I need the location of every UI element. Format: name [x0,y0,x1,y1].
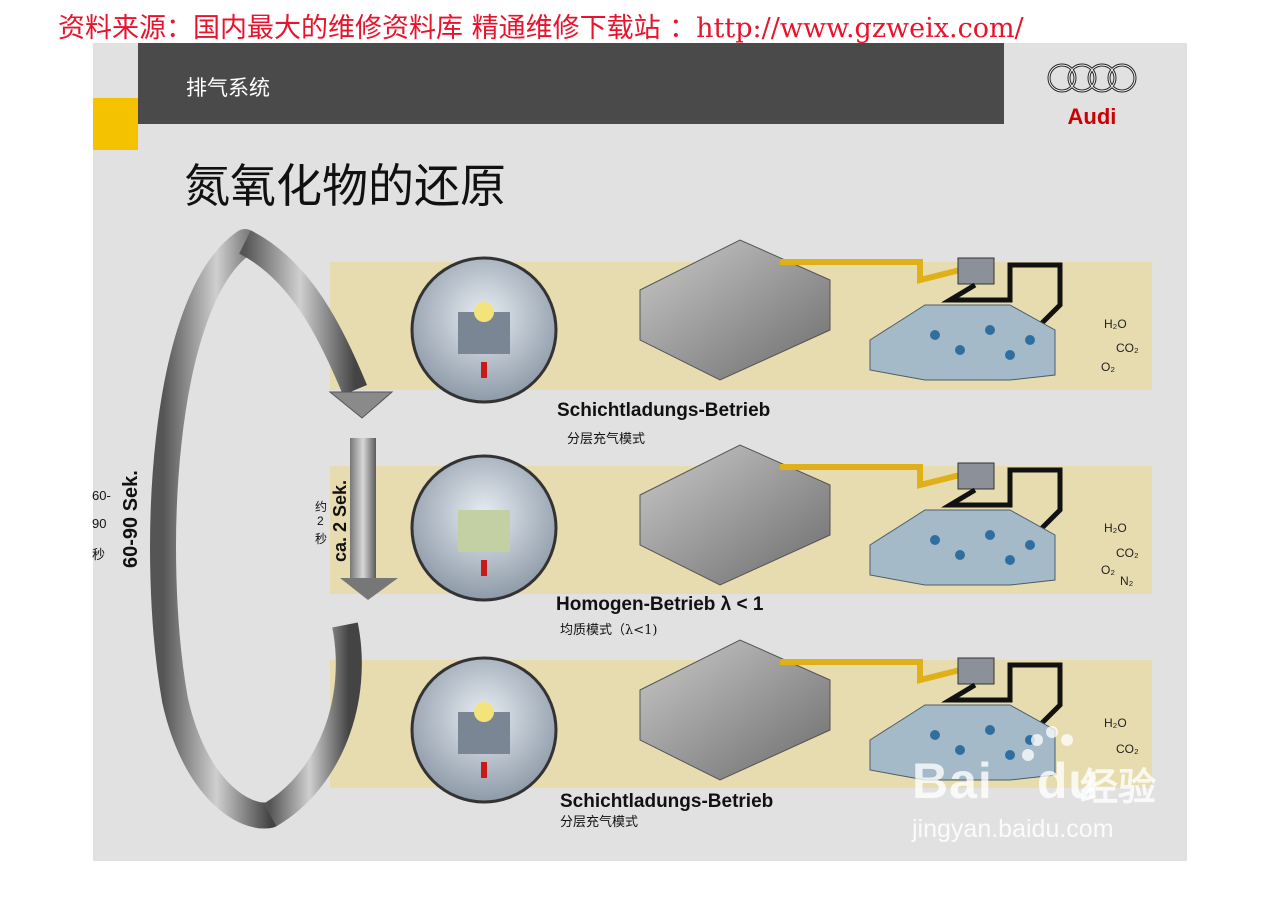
mode-1-output-o2: O₂ [1101,360,1115,374]
mode-2-output-n2: N₂ [1120,574,1134,588]
baidu-watermark-mark: du [1036,753,1100,809]
audi-brand-text: Audi [1068,104,1117,129]
mode-3-output-co2: CO₂ [1116,742,1139,756]
mode-2-output-o2: O₂ [1101,563,1115,577]
mode-3-label-de: Schichtladungs-Betrieb [560,791,774,812]
baidu-watermark-url: jingyan.baidu.com [912,815,1114,843]
source-note: 资料来源：国内最大的维修资料库 精通维修下载站 ：http://www.gzwe… [58,13,1024,44]
cycle-arrow-head [328,391,394,419]
outer-duration-zh-3: 秒 [92,548,106,563]
mode-2-output-co2: CO₂ [1116,546,1139,560]
mode-3-output-h2o: H₂O [1104,716,1127,730]
cycle-ring [150,229,394,829]
mode-2-label-de: Homogen-Betrieb λ < 1 [556,594,764,615]
inner-duration-zh-3: 秒 [315,532,328,546]
baidu-watermark-suffix: 经验 [1080,765,1157,809]
accent-block [93,98,138,150]
page-title: 氮氧化物的还原 [184,159,506,213]
mode-row-2 [410,444,1063,602]
section-title: 排气系统 [186,76,270,100]
mode-2-output-h2o: H₂O [1104,521,1127,535]
inner-duration-label: ca. 2 Sek. [330,479,350,562]
outer-duration-zh-2: 90 [92,516,107,531]
mode-2-label-zh: 均质模式（λ<1) [560,623,658,638]
audi-logo: Audi [1047,63,1137,129]
inner-down-arrow [340,438,398,600]
outer-duration-zh-1: 60- [92,488,111,503]
mode-1-label-zh: 分层充气模式 [567,432,646,447]
mode-3-label-zh: 分层充气模式 [560,815,639,830]
mode-row-1 [410,239,1063,404]
mode-1-label-de: Schichtladungs-Betrieb [557,400,771,421]
outer-duration-label: 60-90 Sek. [120,470,142,568]
inner-duration-zh-1: 约 [315,500,328,514]
baidu-paw-icon [1022,726,1073,761]
inner-duration-zh-2: 2 [317,514,324,528]
mode-1-output-h2o: H₂O [1104,317,1127,331]
header-band [138,43,1004,124]
mode-row-3 [410,639,1063,804]
mode-1-output-co2: CO₂ [1116,341,1139,355]
